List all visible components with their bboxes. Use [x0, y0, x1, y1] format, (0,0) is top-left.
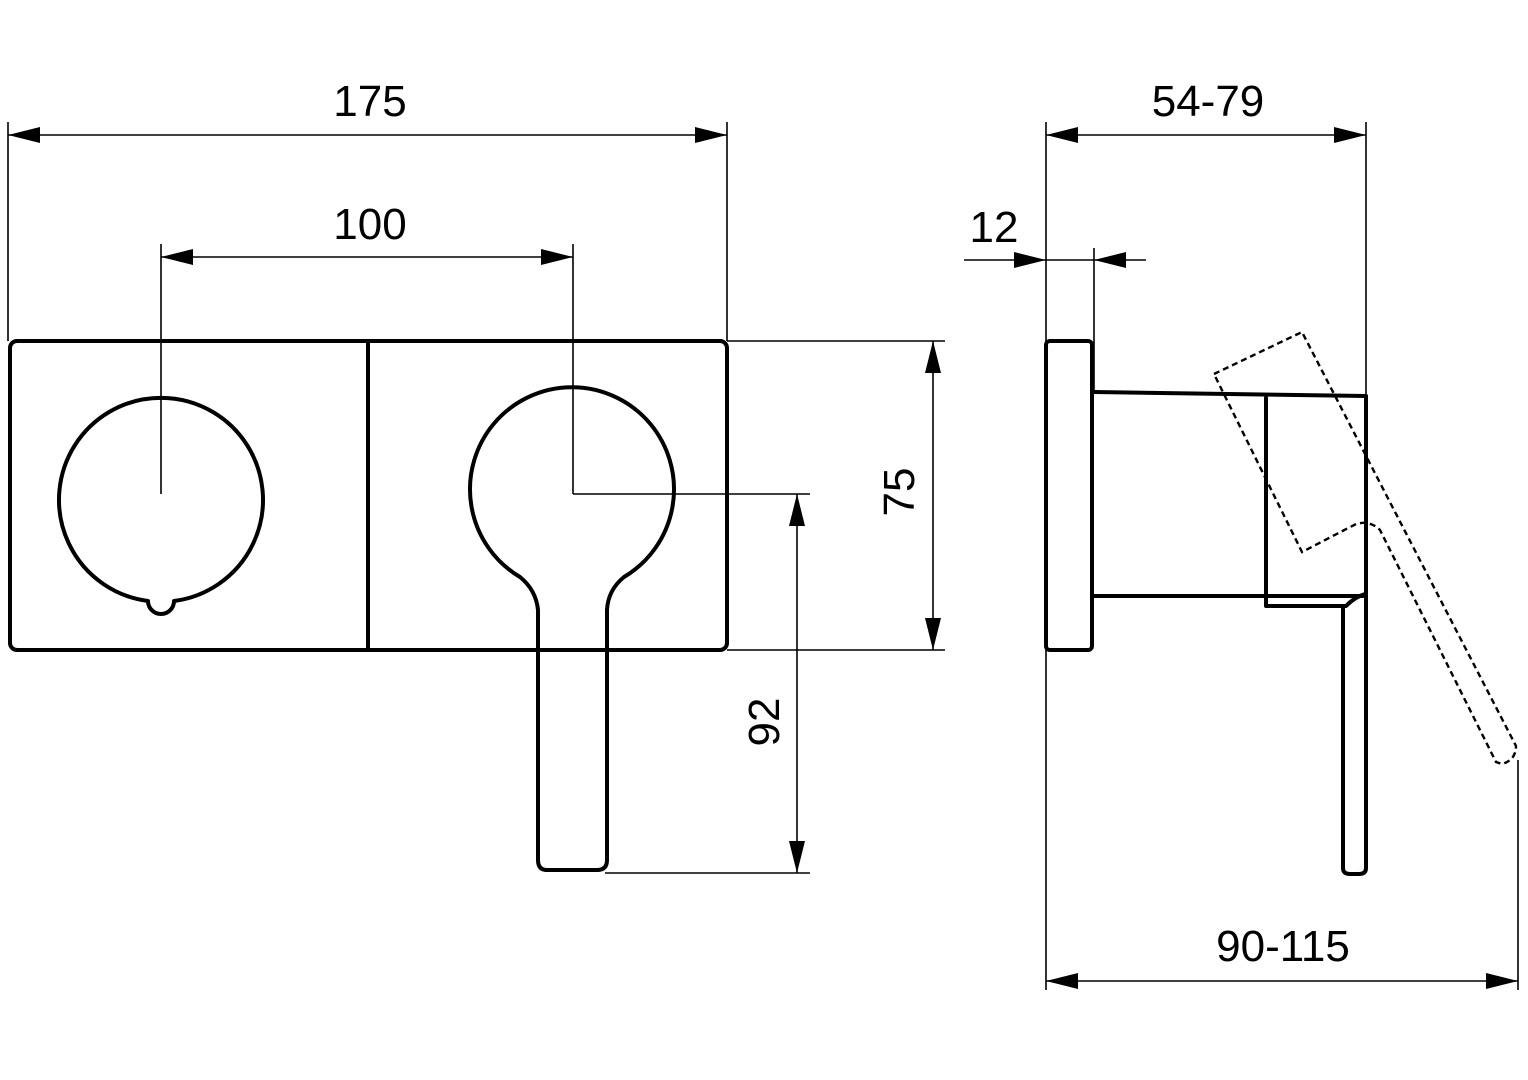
- dim-label-overall-width: 175: [333, 77, 406, 126]
- side-body: [1092, 390, 1368, 598]
- mixer-lever: [468, 385, 676, 872]
- dimension-overall-width: 175: [8, 77, 727, 143]
- dimension-total-depth: 90-115: [1046, 922, 1518, 989]
- diverter-knob: [57, 395, 265, 616]
- dim-label-plate-thickness: 12: [970, 203, 1019, 252]
- dimension-lever-length: 92: [740, 494, 805, 873]
- dim-label-projection: 54-79: [1152, 77, 1265, 126]
- front-view: 175 100 75 92: [7, 77, 945, 874]
- dimension-projection: 54-79: [1046, 77, 1366, 143]
- side-handle-base: [1264, 396, 1368, 608]
- side-cover-plate: [1044, 339, 1094, 652]
- dim-label-lever-length: 92: [740, 698, 789, 747]
- dim-label-plate-height: 75: [875, 468, 924, 517]
- dimension-center-distance: 100: [161, 200, 573, 265]
- side-lever: [1341, 594, 1368, 876]
- dim-label-total-depth: 90-115: [1216, 922, 1350, 971]
- dim-label-center-distance: 100: [333, 200, 406, 249]
- dimension-plate-thickness: 12: [964, 203, 1146, 268]
- dimension-plate-height: 75: [875, 341, 941, 650]
- side-view: 54-79 12 90-115: [964, 77, 1519, 990]
- side-lever-raised: [1212, 330, 1518, 766]
